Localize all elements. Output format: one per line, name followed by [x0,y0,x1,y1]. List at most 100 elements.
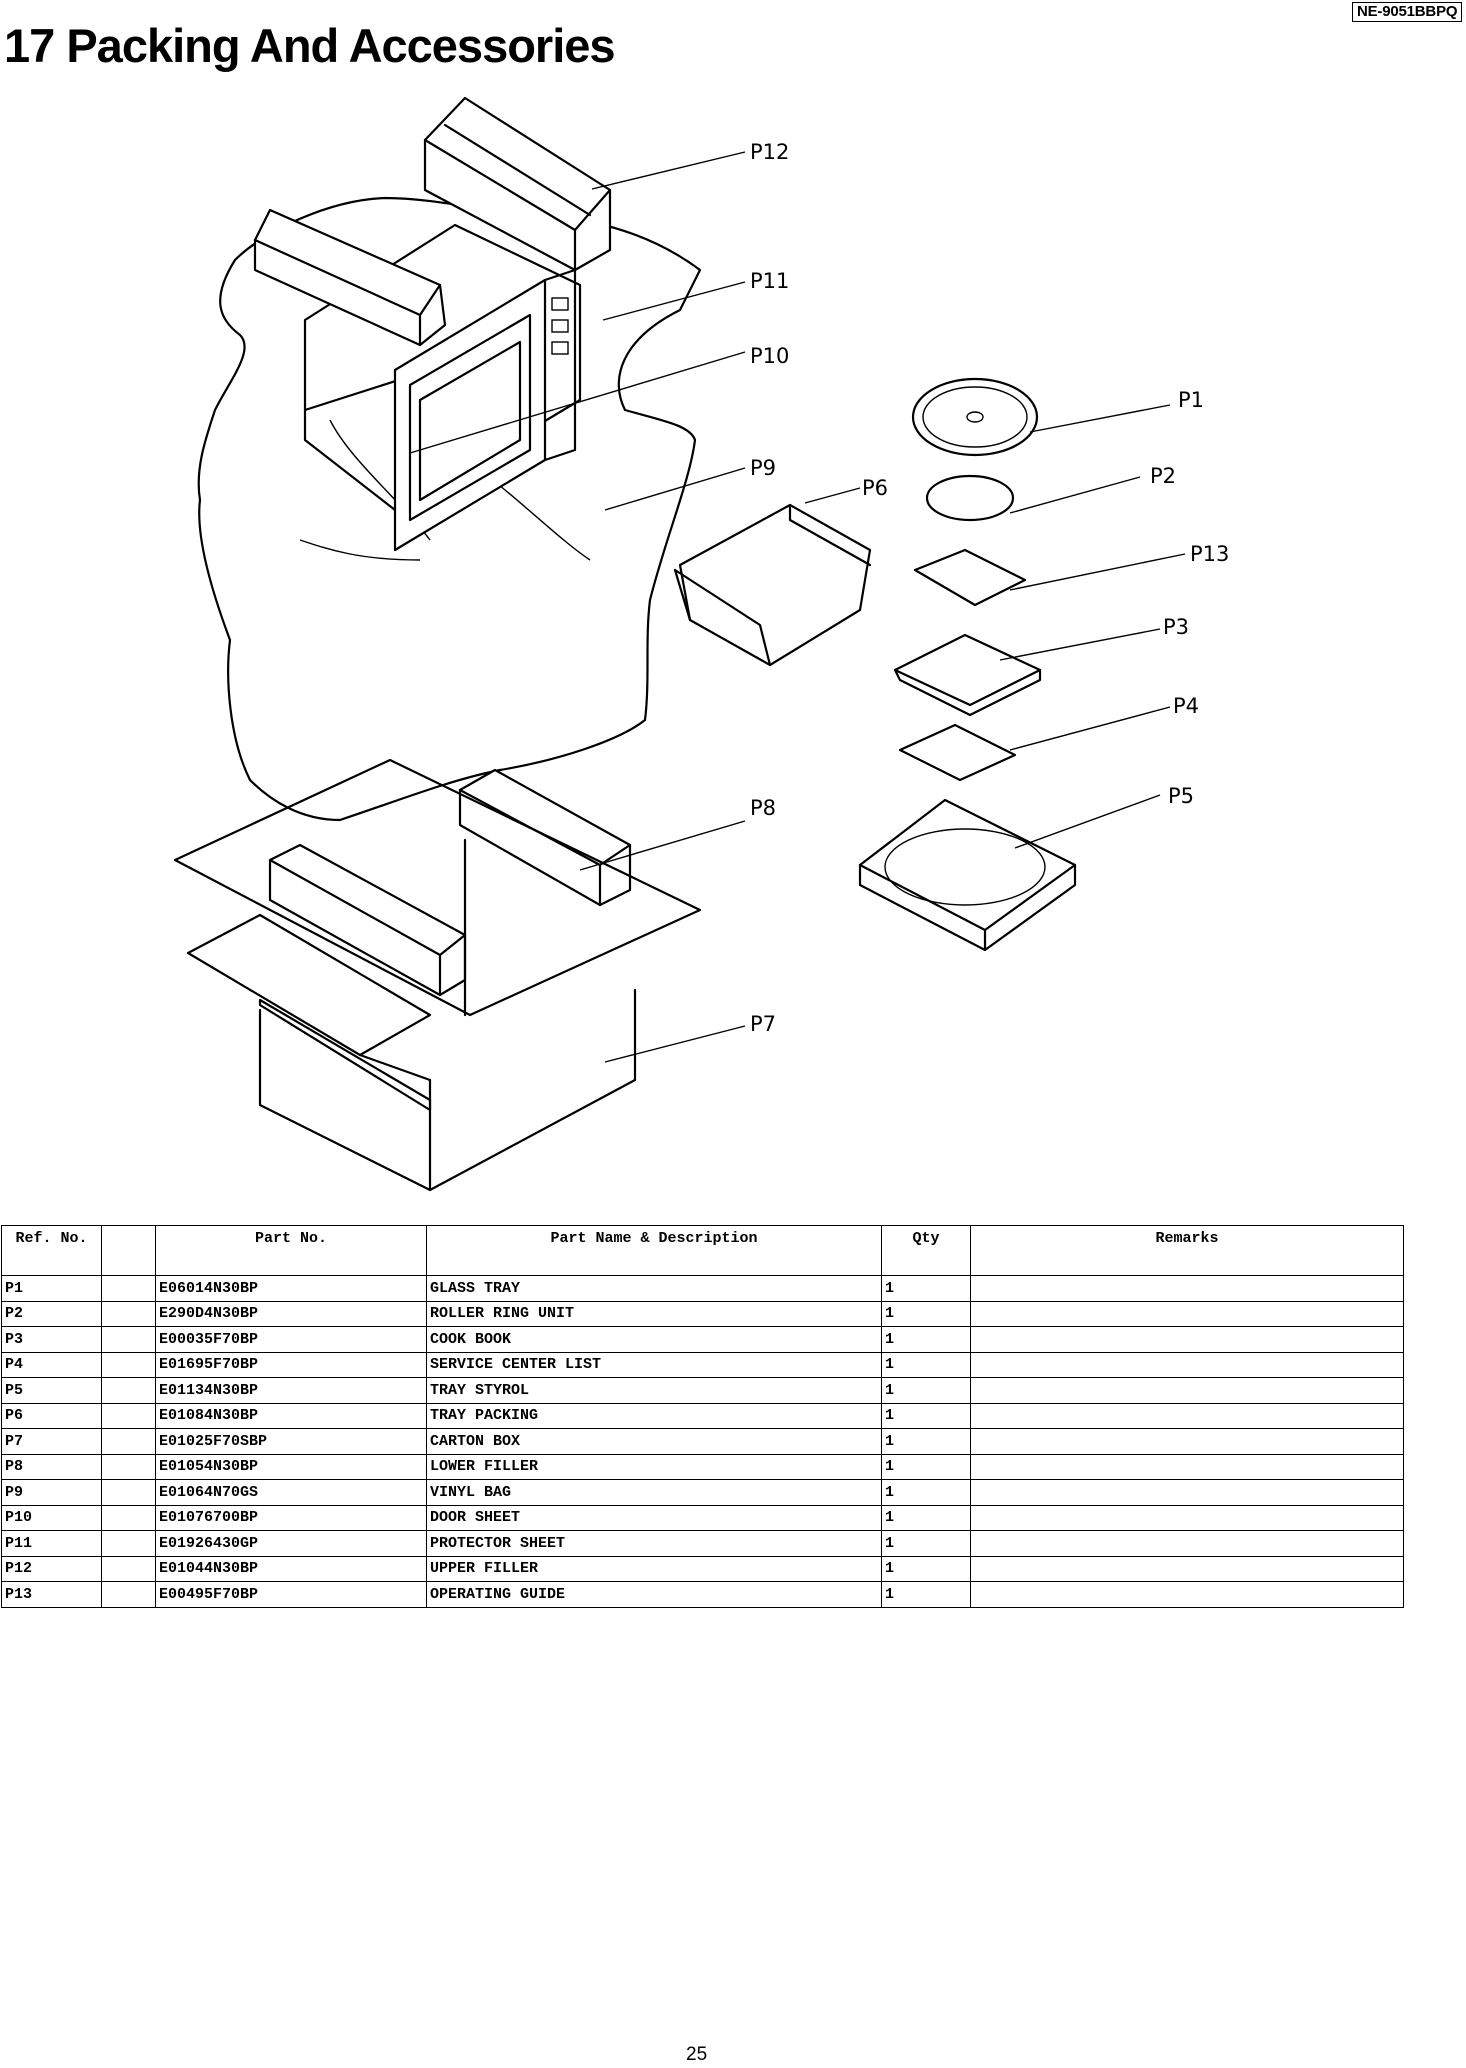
callout-p7: P7 [750,1012,776,1036]
qty-cell: 1 [881,1479,971,1506]
qty-cell: 1 [881,1377,971,1404]
remarks-cell [970,1275,1404,1302]
leader-lines [409,151,1186,1063]
blank-cell [101,1275,156,1302]
column-header-blank [101,1225,156,1276]
description-cell: SERVICE CENTER LIST [426,1351,882,1378]
qty-cell: 1 [881,1275,971,1302]
qty-cell: 1 [881,1300,971,1327]
blank-cell [101,1504,156,1531]
ref-cell: P2 [1,1300,102,1327]
blank-cell [101,1581,156,1608]
remarks-cell [970,1504,1404,1531]
description-cell: LOWER FILLER [426,1453,882,1480]
part-no-cell: E290D4N30BP [155,1300,427,1327]
ref-cell: P6 [1,1402,102,1429]
description-cell: ROLLER RING UNIT [426,1300,882,1327]
parts-table: Ref. No. Part No. Part Name & Descriptio… [1,1225,1404,1608]
part-no-cell: E01084N30BP [155,1402,427,1429]
remarks-cell [970,1377,1404,1404]
part-no-cell: E01076700BP [155,1504,427,1531]
column-header-ref: Ref. No. [1,1225,102,1276]
callout-p4: P4 [1173,694,1199,718]
ref-cell: P5 [1,1377,102,1404]
callout-p8: P8 [750,796,776,820]
callout-p10: P10 [750,344,789,368]
remarks-cell [970,1530,1404,1557]
callout-p6: P6 [862,476,888,500]
ref-cell: P1 [1,1275,102,1302]
ref-cell: P10 [1,1504,102,1531]
part-no-cell: E01054N30BP [155,1453,427,1480]
remarks-cell [970,1428,1404,1455]
callout-p1: P1 [1178,388,1204,412]
callout-p11: P11 [750,269,789,293]
callout-p12: P12 [750,140,789,164]
callout-p13: P13 [1190,542,1229,566]
part-no-cell: E00035F70BP [155,1326,427,1353]
operating-guide-illustration [913,548,1027,607]
ref-cell: P8 [1,1453,102,1480]
column-header-remarks: Remarks [970,1225,1404,1276]
ref-cell: P7 [1,1428,102,1455]
remarks-cell [970,1300,1404,1327]
tray-styrol-illustration [858,798,1077,952]
qty-cell: 1 [881,1530,971,1557]
qty-cell: 1 [881,1581,971,1608]
blank-cell [101,1377,156,1404]
roller-ring-illustration [925,474,1015,522]
carton-box-illustration [173,758,702,1192]
service-center-list-illustration [898,723,1017,782]
description-cell: PROTECTOR SHEET [426,1530,882,1557]
ref-cell: P3 [1,1326,102,1353]
description-cell: GLASS TRAY [426,1275,882,1302]
model-code-badge: NE-9051BBPQ [1352,2,1463,22]
part-no-cell: E00495F70BP [155,1581,427,1608]
page-number: 25 [686,2044,708,2065]
lower-filler-illustration [268,768,632,997]
qty-cell: 1 [881,1402,971,1429]
qty-cell: 1 [881,1428,971,1455]
ref-cell: P9 [1,1479,102,1506]
tray-packing-illustration [673,503,872,667]
description-cell: CARTON BOX [426,1428,882,1455]
blank-cell [101,1428,156,1455]
remarks-cell [970,1453,1404,1480]
qty-cell: 1 [881,1351,971,1378]
callout-p2: P2 [1150,464,1176,488]
callout-p3: P3 [1163,615,1189,639]
qty-cell: 1 [881,1555,971,1582]
part-no-cell: E01025F70SBP [155,1428,427,1455]
description-cell: TRAY PACKING [426,1402,882,1429]
blank-cell [101,1402,156,1429]
column-header-part-no: Part No. [155,1225,427,1276]
ref-cell: P4 [1,1351,102,1378]
ref-cell: P12 [1,1555,102,1582]
blank-cell [101,1453,156,1480]
part-no-cell: E01134N30BP [155,1377,427,1404]
remarks-cell [970,1326,1404,1353]
remarks-cell [970,1351,1404,1378]
part-no-cell: E01926430GP [155,1530,427,1557]
description-cell: UPPER FILLER [426,1555,882,1582]
blank-cell [101,1530,156,1557]
blank-cell [101,1326,156,1353]
callout-p9: P9 [750,456,776,480]
part-no-cell: E01044N30BP [155,1555,427,1582]
exploded-packing-diagram: P1 P2 P3 P4 P5 P6 P7 P8 P9 P10 P11 P12 P… [0,80,1466,1205]
description-cell: VINYL BAG [426,1479,882,1506]
remarks-cell [970,1555,1404,1582]
blank-cell [101,1555,156,1582]
qty-cell: 1 [881,1504,971,1531]
description-cell: DOOR SHEET [426,1504,882,1531]
blank-cell [101,1300,156,1327]
